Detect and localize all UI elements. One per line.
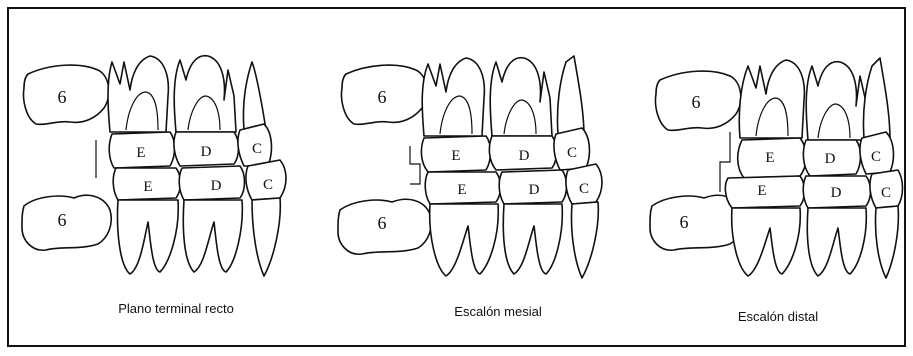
upper-teeth-roots — [108, 56, 266, 132]
label-lower-6: 6 — [680, 212, 689, 232]
label-lower-D: D — [529, 182, 540, 198]
lower-teeth-roots — [430, 202, 599, 278]
label-lower-C: C — [579, 181, 589, 197]
label-upper-D: D — [201, 144, 212, 160]
upper-first-molar: 6 — [24, 65, 109, 124]
label-upper-E: E — [765, 150, 774, 166]
upper-first-molar: 6 — [342, 65, 427, 124]
label-upper-C: C — [871, 149, 881, 165]
label-lower-D: D — [211, 178, 222, 194]
label-lower-6: 6 — [378, 213, 387, 233]
label-upper-6: 6 — [692, 92, 701, 112]
label-lower-E: E — [457, 182, 466, 198]
mesial-step-line — [410, 146, 420, 184]
label-upper-C: C — [567, 145, 577, 161]
caption-mesial-step: Escalón mesial — [454, 304, 541, 319]
label-lower-D: D — [831, 185, 842, 201]
caption-terminal-plane: Plano terminal recto — [118, 301, 234, 316]
label-upper-D: D — [825, 151, 836, 167]
label-upper-D: D — [519, 148, 530, 164]
lower-first-molar: 6 — [22, 195, 111, 250]
panel-distal-step: 6 6 E D C E D C — [650, 58, 903, 278]
lower-teeth-roots — [732, 206, 899, 278]
upper-teeth-roots — [422, 56, 584, 136]
label-upper-6: 6 — [58, 87, 67, 107]
lower-first-molar: 6 — [338, 199, 431, 254]
upper-first-molar: 6 — [656, 71, 741, 130]
label-lower-E: E — [757, 183, 766, 199]
lower-teeth-roots — [118, 198, 281, 276]
label-lower-6: 6 — [58, 210, 67, 230]
upper-teeth-roots — [739, 58, 890, 140]
panel-mesial-step: 6 6 E D C E D C — [338, 56, 602, 278]
label-lower-C: C — [263, 177, 273, 193]
label-upper-C: C — [252, 141, 262, 157]
label-lower-E: E — [143, 179, 152, 195]
label-upper-E: E — [451, 148, 460, 164]
label-upper-6: 6 — [378, 87, 387, 107]
caption-distal-step: Escalón distal — [738, 309, 818, 324]
panel-terminal-plane-straight: 6 6 E D C E D C — [22, 56, 286, 276]
label-upper-E: E — [136, 145, 145, 161]
label-lower-C: C — [881, 185, 891, 201]
